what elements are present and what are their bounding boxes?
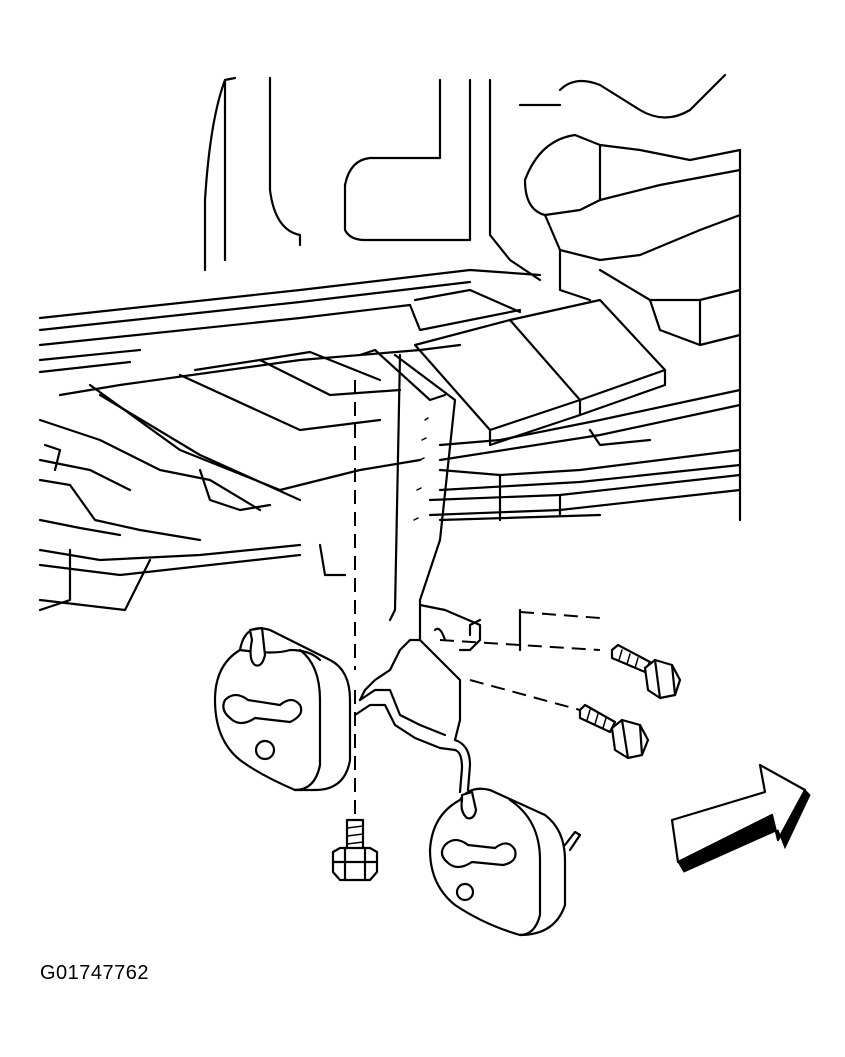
alignment-lines xyxy=(354,380,601,820)
hanger-bracket xyxy=(353,348,482,794)
front-direction-arrow-icon xyxy=(670,763,811,873)
vehicle-body-structure xyxy=(38,73,742,612)
exhaust-insulator-right xyxy=(428,787,582,937)
bracket-bolt-lower xyxy=(578,703,650,760)
exhaust-insulator-left xyxy=(213,626,352,792)
figure-id-label: G01747762 xyxy=(40,962,150,984)
hanger-bolt-lower xyxy=(331,818,379,882)
bracket-bolt-upper xyxy=(610,643,682,700)
